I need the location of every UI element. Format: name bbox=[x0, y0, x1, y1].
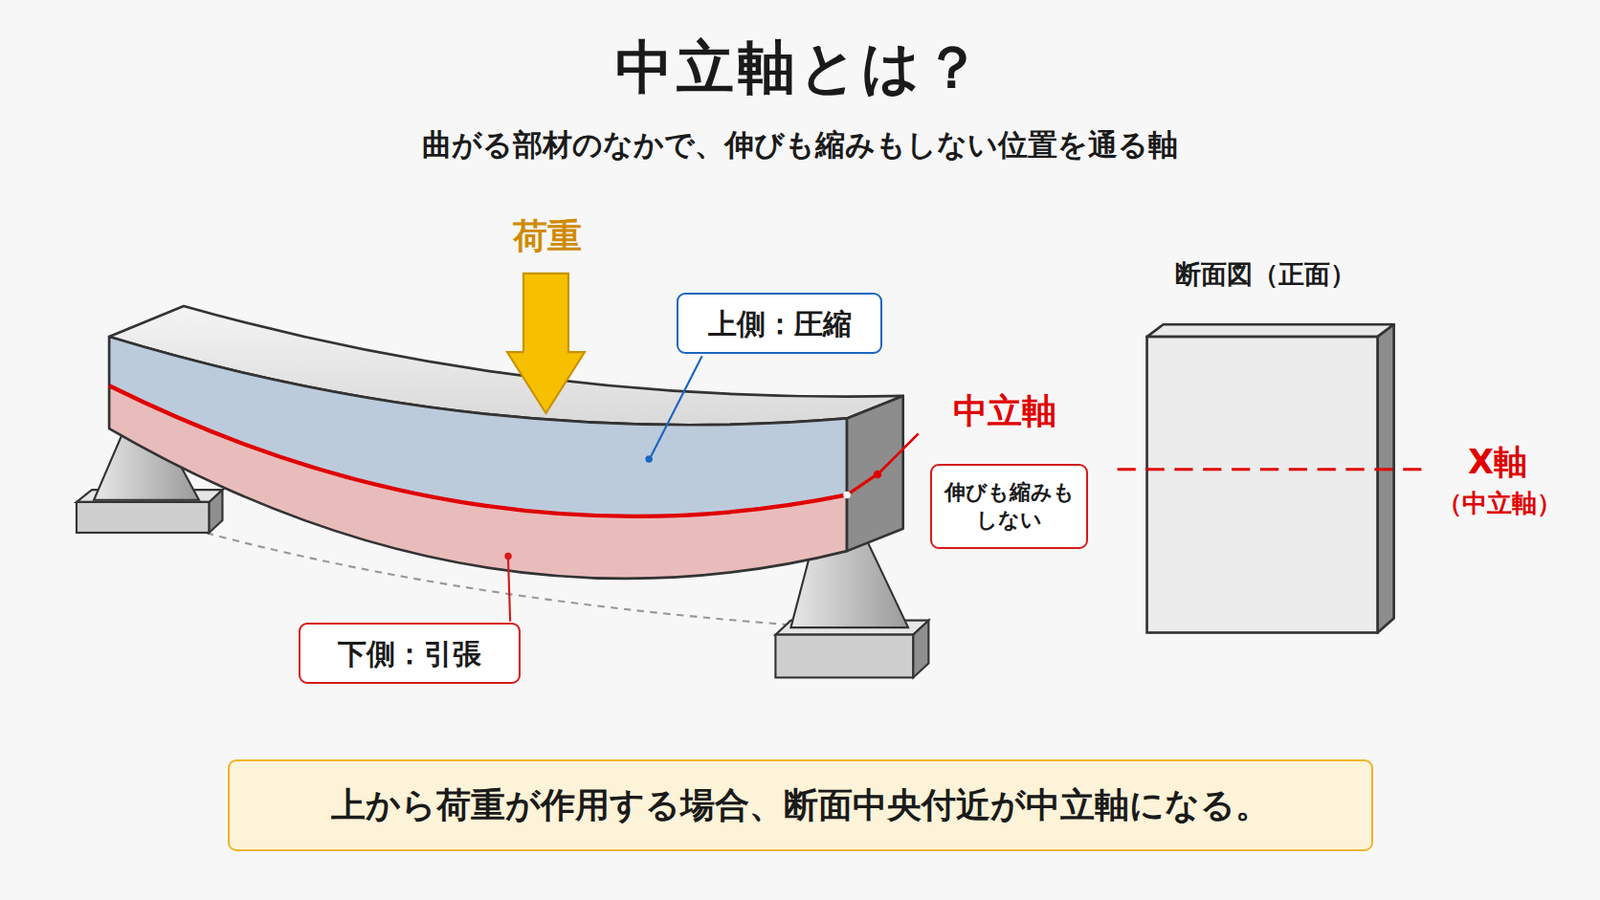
box-text: 伸びも縮みも しない bbox=[942, 479, 1077, 534]
axis-label: X軸 bbox=[1467, 442, 1528, 483]
neutral-axis-label: 中立軸 bbox=[953, 390, 1057, 432]
axis-note: （中立軸） bbox=[1437, 488, 1562, 519]
summary-box: 上から荷重が作用する場合、断面中央付近が中立軸になる。 bbox=[227, 759, 1374, 852]
box-text: 上から荷重が作用する場合、断面中央付近が中立軸になる。 bbox=[331, 783, 1270, 829]
load-label: 荷重 bbox=[512, 215, 582, 257]
box-text: 上側：圧縮 bbox=[708, 305, 852, 343]
box-text: 下側：引張 bbox=[337, 635, 482, 673]
section-title: 断面図（正面） bbox=[1175, 259, 1356, 290]
callout-box: 伸びも縮みも しない bbox=[930, 464, 1089, 550]
subtitle: 曲がる部材のなかで、伸びも縮みもしない位置を通る軸 bbox=[422, 127, 1178, 163]
callout-box: 上側：圧縮 bbox=[676, 292, 883, 355]
callout-box: 下側：引張 bbox=[298, 622, 521, 685]
title: 中立軸とは？ bbox=[615, 32, 985, 102]
